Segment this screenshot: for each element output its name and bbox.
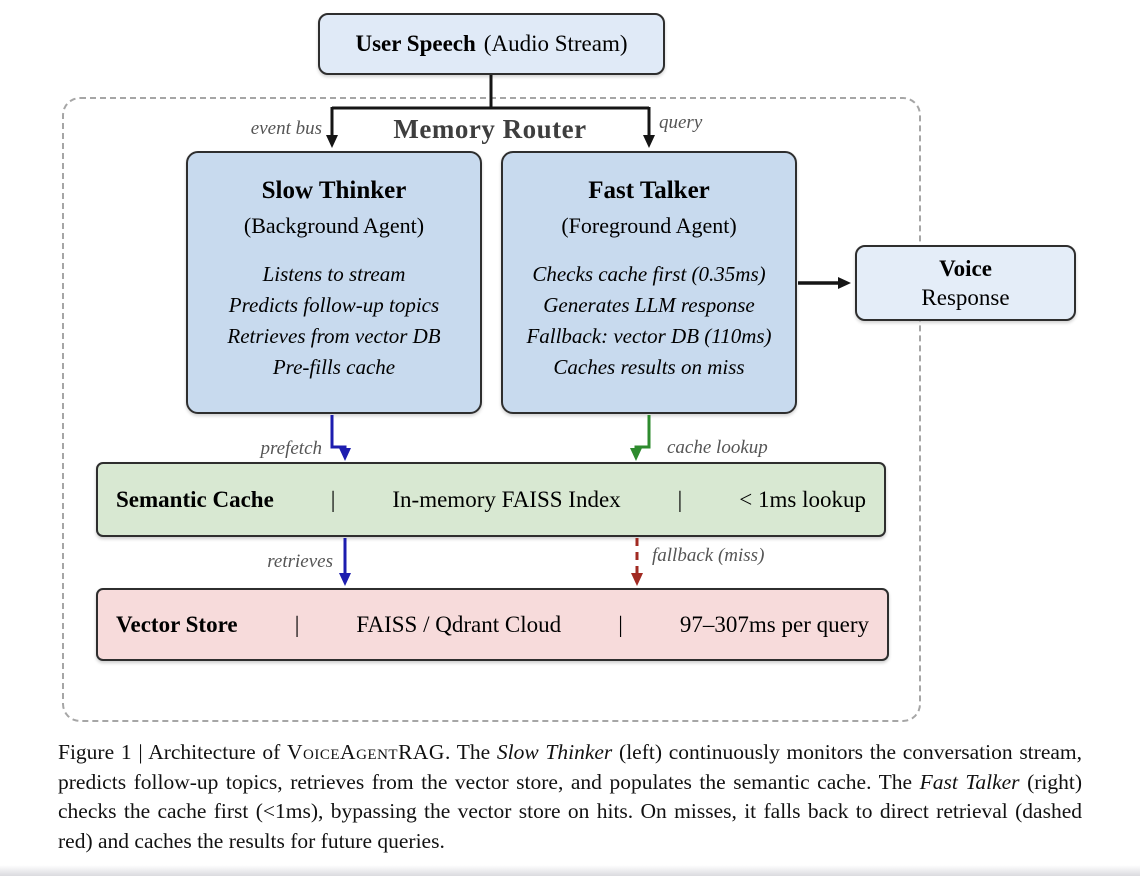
edge-label-query: query: [659, 112, 703, 133]
edge-label-retrieves: retrieves: [267, 551, 333, 572]
caption-text: Figure 1 | Architecture of: [58, 740, 288, 764]
slow-thinker-box: Slow Thinker (Background Agent) Listens …: [186, 151, 482, 414]
semantic-cache-latency: < 1ms lookup: [739, 486, 866, 512]
user-speech-subtitle: (Audio Stream): [483, 31, 628, 56]
vector-store-latency: 97–307ms per query: [679, 611, 869, 637]
slow-thinker-items: Listens to stream Predicts follow-up top…: [227, 259, 440, 383]
semantic-cache-bar: Semantic Cache | In-memory FAISS Index |…: [96, 462, 886, 537]
separator: |: [294, 611, 300, 637]
user-speech-title: User Speech: [355, 31, 476, 56]
voice-response-box: Voice Response: [855, 245, 1076, 321]
figure-caption: Figure 1 | Architecture of VoiceAgentRAG…: [58, 738, 1082, 856]
slow-thinker-subtitle: (Background Agent): [243, 213, 425, 238]
vector-store-name: Vector Store: [116, 611, 238, 637]
caption-text: (left) continuously monitors the convers…: [58, 740, 1082, 794]
semantic-cache-name: Semantic Cache: [116, 486, 274, 512]
edge-label-event-bus: event bus: [250, 118, 322, 139]
separator: |: [330, 486, 336, 512]
voice-response-line2: Response: [921, 285, 1010, 310]
slow-thinker-item: Retrieves from vector DB: [227, 324, 441, 348]
fast-talker-items: Checks cache first (0.35ms) Generates LL…: [526, 259, 771, 383]
vector-store-bar: Vector Store | FAISS / Qdrant Cloud | 97…: [96, 588, 889, 661]
fast-talker-subtitle: (Foreground Agent): [561, 213, 737, 238]
slow-thinker-item: Predicts follow-up topics: [228, 293, 440, 317]
voice-response-line1: Voice: [939, 256, 992, 281]
fast-talker-item: Caches results on miss: [553, 355, 745, 379]
caption-system-name: VoiceAgentRAG: [287, 740, 445, 764]
edge-label-fallback-miss: fallback (miss): [652, 545, 765, 566]
separator: |: [677, 486, 683, 512]
caption-text: . The: [444, 740, 497, 764]
slow-thinker-item: Listens to stream: [262, 262, 406, 286]
slow-thinker-item: Pre-fills cache: [272, 355, 396, 379]
caption-fast-talker-ref: Fast Talker: [919, 769, 1020, 794]
caption-slow-thinker-ref: Slow Thinker: [496, 740, 613, 764]
caption-text: (right) checks the cache first (<1ms), b…: [58, 769, 1082, 853]
memory-router-title: Memory Router: [393, 114, 587, 144]
vector-store-middle: FAISS / Qdrant Cloud: [356, 611, 562, 637]
semantic-cache-middle: In-memory FAISS Index: [392, 486, 621, 512]
edge-label-cache-lookup: cache lookup: [667, 437, 768, 458]
separator: |: [618, 611, 623, 637]
fast-talker-item: Fallback: vector DB (110ms): [526, 324, 772, 348]
fast-talker-item: Checks cache first (0.35ms): [532, 262, 766, 286]
page-edge-shadow: [0, 865, 1140, 876]
fast-talker-box: Fast Talker (Foreground Agent) Checks ca…: [501, 151, 797, 414]
slow-thinker-title: Slow Thinker: [261, 177, 407, 204]
edge-label-prefetch: prefetch: [260, 438, 322, 459]
user-speech-box: User Speech (Audio Stream): [318, 13, 665, 75]
fast-talker-item: Generates LLM response: [543, 293, 755, 317]
fast-talker-title: Fast Talker: [588, 177, 710, 204]
